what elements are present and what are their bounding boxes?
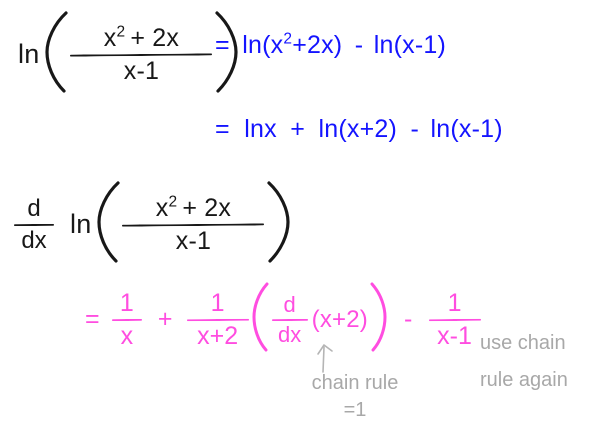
open-paren-line4 xyxy=(249,281,271,358)
plus-line4: + xyxy=(157,305,173,333)
equals-line1: = xyxy=(215,31,230,59)
fraction-3-numerator: 1 xyxy=(447,288,462,317)
up-arrow-icon xyxy=(317,344,333,373)
annotation-chain-rule-line-1: chain rule xyxy=(311,372,399,394)
ln-term-1-prefix: ln(x xyxy=(242,31,284,59)
close-paren-line1 xyxy=(212,10,242,99)
equation-line-4: = 1 x + 1 x+2 d dx (x+2) xyxy=(85,281,481,358)
numerator-rest: + 2x xyxy=(130,23,180,52)
fraction-line3: x2+ 2x x-1 xyxy=(122,193,265,255)
annotation-chain-rule: chain rule =1 xyxy=(296,370,414,424)
fraction-2-denominator: x+2 xyxy=(197,321,239,350)
fraction-bar-line3 xyxy=(122,222,265,227)
inner-derivative-bar xyxy=(271,318,308,321)
annotation-use-chain-rule-again: use chain rule again xyxy=(480,330,568,394)
ln-term-2-line2: ln(x+2) xyxy=(318,115,398,143)
equation-line-3: d dx ln x2+ 2x x-1 xyxy=(13,180,294,269)
ln-term-1-line1: ln(x2+2x) xyxy=(242,31,342,59)
minus-line1: - xyxy=(354,31,364,59)
fraction-3-bar xyxy=(428,318,481,321)
fraction-1-denominator: x xyxy=(120,321,134,350)
fraction-2-numerator: 1 xyxy=(210,288,225,317)
minus-line2: - xyxy=(410,115,420,143)
ln-operator-line3: ln xyxy=(70,209,92,239)
annotation-chain-rule-line-2: =1 xyxy=(343,399,367,421)
close-paren-line3 xyxy=(264,180,294,269)
open-paren-line1 xyxy=(40,10,70,99)
minus-line4: - xyxy=(403,305,413,333)
fraction-numerator-line1: x2+ 2x xyxy=(101,23,182,52)
annotation-use-chain-line-2: rule again xyxy=(480,369,568,391)
ln-term-1-exponent: 2 xyxy=(283,30,293,48)
equals-line4: = xyxy=(85,305,100,333)
ln-term-1-suffix: +2x) xyxy=(292,31,343,59)
fraction-1-over-x-minus-1: 1 x-1 xyxy=(428,288,481,350)
inner-derivative-numerator: d xyxy=(283,291,296,317)
numerator-exponent-line3: 2 xyxy=(168,193,178,211)
equals-line2: = xyxy=(215,115,230,143)
derivative-numerator-line3: d xyxy=(27,194,41,222)
fraction-denominator-line1: x-1 xyxy=(123,56,160,85)
ln-term-2-line1: ln(x-1) xyxy=(373,31,447,59)
fraction-denominator-line3: x-1 xyxy=(175,226,212,255)
open-paren-line3 xyxy=(92,180,122,269)
numerator-base-line3: x xyxy=(155,193,169,222)
ln-operator-line1: ln xyxy=(18,39,40,69)
annotation-use-chain-line-1: use chain xyxy=(480,332,566,354)
equation-line-2: = lnx + ln(x+2) - ln(x-1) xyxy=(215,117,503,142)
fraction-numerator-line3: x2+ 2x xyxy=(153,193,234,222)
fraction-3-denominator: x-1 xyxy=(437,321,472,350)
inner-derivative-operator: d dx xyxy=(271,291,308,347)
ln-term-3-line2: ln(x-1) xyxy=(430,115,503,143)
derivative-denominator-line3: dx xyxy=(21,226,47,254)
inner-argument: (x+2) xyxy=(311,305,368,333)
fraction-1-over-x-plus-2: 1 x+2 xyxy=(186,288,249,350)
numerator-base: x xyxy=(103,23,117,52)
numerator-rest-line3: + 2x xyxy=(182,193,232,222)
numerator-exponent: 2 xyxy=(116,23,126,41)
fraction-1-bar xyxy=(111,318,142,321)
fraction-1-over-x: 1 x xyxy=(111,288,142,350)
inner-derivative-denominator: dx xyxy=(278,321,302,347)
derivative-bar-line3 xyxy=(13,223,55,226)
equation-line-1: ln x2+ 2x x-1 xyxy=(18,10,242,99)
ln-term-1-line2: lnx xyxy=(244,115,277,143)
equation-line-1-rhs: = ln(x2+2x) - ln(x-1) xyxy=(215,31,447,59)
fraction-2-bar xyxy=(186,318,249,321)
fraction-bar-line1 xyxy=(70,52,213,57)
plus-line2: + xyxy=(290,115,306,143)
close-paren-line4 xyxy=(368,281,390,358)
fraction-1-numerator: 1 xyxy=(119,288,134,317)
chain-rule-arrow xyxy=(312,333,336,378)
derivative-operator-line3: d dx xyxy=(13,194,55,254)
fraction-line1: x2+ 2x x-1 xyxy=(70,23,213,85)
